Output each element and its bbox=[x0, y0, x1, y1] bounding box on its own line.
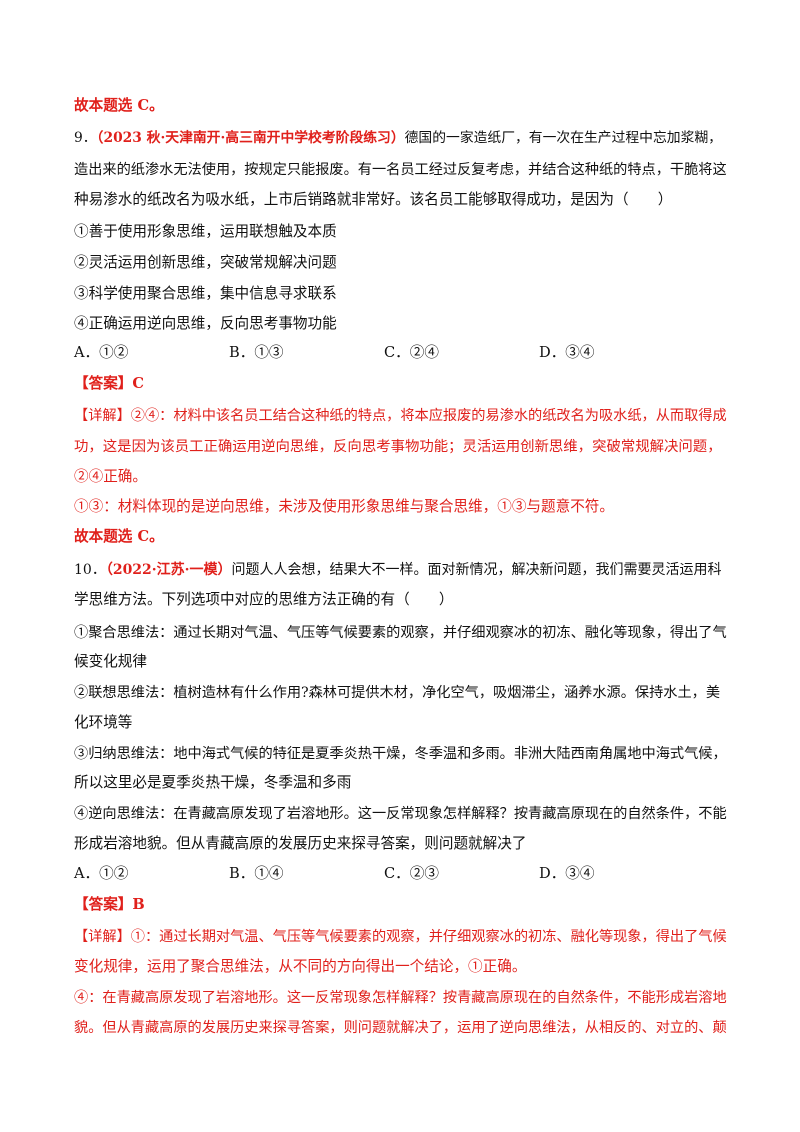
q9-detail-line-2: 功，这是因为该员工正确运用逆向思维，反向思考事物功能；灵活运用创新思维，突破常规… bbox=[74, 439, 722, 455]
q10-item-4-line-2: 形成岩溶地貌。但从青藏高原的发展历史来探寻答案，则问题就解决了 bbox=[74, 835, 527, 852]
q10-detail-line-4: 貌。但从青藏高原的发展历史来探寻答案，则问题就解决了，运用了逆向思维法，从相反的… bbox=[74, 1020, 727, 1036]
q9-conclusion: 故本题选 C。 bbox=[74, 528, 164, 545]
q9-number: 9． bbox=[74, 130, 97, 146]
q9-item-3: ③科学使用聚合思维，集中信息寻求联系 bbox=[74, 285, 337, 302]
q10-item-4-line-1: ④逆向思维法：在青藏高原发现了岩溶地形。这一反常现象怎样解释？按青藏高原现在的自… bbox=[74, 806, 727, 822]
q9-source: （2023 秋·天津南开·高三南开中学校考阶段练习） bbox=[96, 130, 405, 146]
q9-item-4: ④正确运用逆向思维，反向思考事物功能 bbox=[74, 315, 337, 332]
q10-item-3-line-1: ③归纳思维法：地中海式气候的特征是夏季炎热干燥，冬季温和多雨。非洲大陆西南角属地… bbox=[74, 746, 727, 762]
q9-stem-line-1: 9．（2023 秋·天津南开·高三南开中学校考阶段练习）德国的一家造纸厂，有一次… bbox=[74, 128, 726, 148]
q10-item-2-line-2: 化环境等 bbox=[74, 714, 133, 731]
q9-option-b: B．①③ bbox=[229, 344, 284, 361]
q9-option-d: D．③④ bbox=[539, 344, 595, 361]
q9-option-c: C．②④ bbox=[384, 344, 439, 361]
prev-conclusion: 故本题选 C。 bbox=[74, 97, 164, 114]
q10-stem-line-1: 10．（2022·江苏·一模）问题人人会想，结果大不一样。面对新情况，解决新问题… bbox=[74, 560, 726, 580]
q10-options: A．①② B．①④ C．②③ D．③④ bbox=[74, 864, 726, 884]
q10-option-b: B．①④ bbox=[229, 865, 284, 882]
q9-stem-text-1: 德国的一家造纸厂，有一次在生产过程中忘加浆糊， bbox=[404, 130, 722, 146]
q10-detail-line-1: 【详解】①：通过长期对气温、气压等气候要素的观察，并仔细观察冰的初冻、融化等现象… bbox=[74, 929, 727, 945]
q9-options: A．①② B．①③ C．②④ D．③④ bbox=[74, 343, 726, 363]
q10-option-d: D．③④ bbox=[539, 865, 595, 882]
q10-stem-line-2: 学思维方法。下列选项中对应的思维方法正确的有（ ） bbox=[74, 591, 454, 608]
q9-stem-line-3: 种易渗水的纸改名为吸水纸，上市后销路就非常好。该名员工能够取得成功，是因为（ ） bbox=[74, 191, 673, 208]
q9-item-1: ①善于使用形象思维，运用联想触及本质 bbox=[74, 223, 337, 240]
q10-source: （2022·江苏·一模） bbox=[105, 562, 232, 578]
q10-item-1-line-2: 候变化规律 bbox=[74, 653, 147, 670]
q9-answer: 【答案】C bbox=[74, 375, 144, 392]
q9-item-2: ②灵活运用创新思维，突破常规解决问题 bbox=[74, 254, 337, 271]
q10-option-a: A．①② bbox=[74, 865, 129, 882]
q9-detail-line-4: ①③：材料体现的是逆向思维，未涉及使用形象思维与聚合思维，①③与题意不符。 bbox=[74, 498, 614, 515]
q10-detail-line-2: 变化规律，运用了聚合思维法，从不同的方向得出一个结论，①正确。 bbox=[74, 958, 527, 975]
q10-item-3-line-2: 所以这里必是夏季炎热干燥，冬季温和多雨 bbox=[74, 774, 352, 791]
q9-detail-line-3: ②④正确。 bbox=[74, 468, 147, 485]
q10-number: 10． bbox=[74, 562, 106, 578]
q10-item-2-line-1: ②联想思维法：植树造林有什么作用?森林可提供木材，净化空气，吸烟滞尘，涵养水源。… bbox=[74, 685, 721, 701]
q9-stem-line-2: 造出来的纸渗水无法使用，按规定只能报废。有一名员工经过反复考虑，并结合这种纸的特… bbox=[74, 162, 727, 178]
q9-detail-line-1: 【详解】②④：材料中该名员工结合这种纸的特点，将本应报废的易渗水的纸改名为吸水纸… bbox=[74, 408, 727, 424]
q10-answer: 【答案】B bbox=[74, 896, 145, 913]
q10-option-c: C．②③ bbox=[384, 865, 439, 882]
q10-item-1-line-1: ①聚合思维法：通过长期对气温、气压等气候要素的观察，并仔细观察冰的初冻、融化等现… bbox=[74, 625, 727, 641]
q10-detail-line-3: ④：在青藏高原发现了岩溶地形。这一反常现象怎样解释？按青藏高原现在的自然条件，不… bbox=[74, 990, 727, 1006]
q9-option-a: A．①② bbox=[74, 344, 129, 361]
q10-stem-text-1: 问题人人会想，结果大不一样。面对新情况，解决新问题，我们需要灵活运用科 bbox=[231, 562, 722, 578]
